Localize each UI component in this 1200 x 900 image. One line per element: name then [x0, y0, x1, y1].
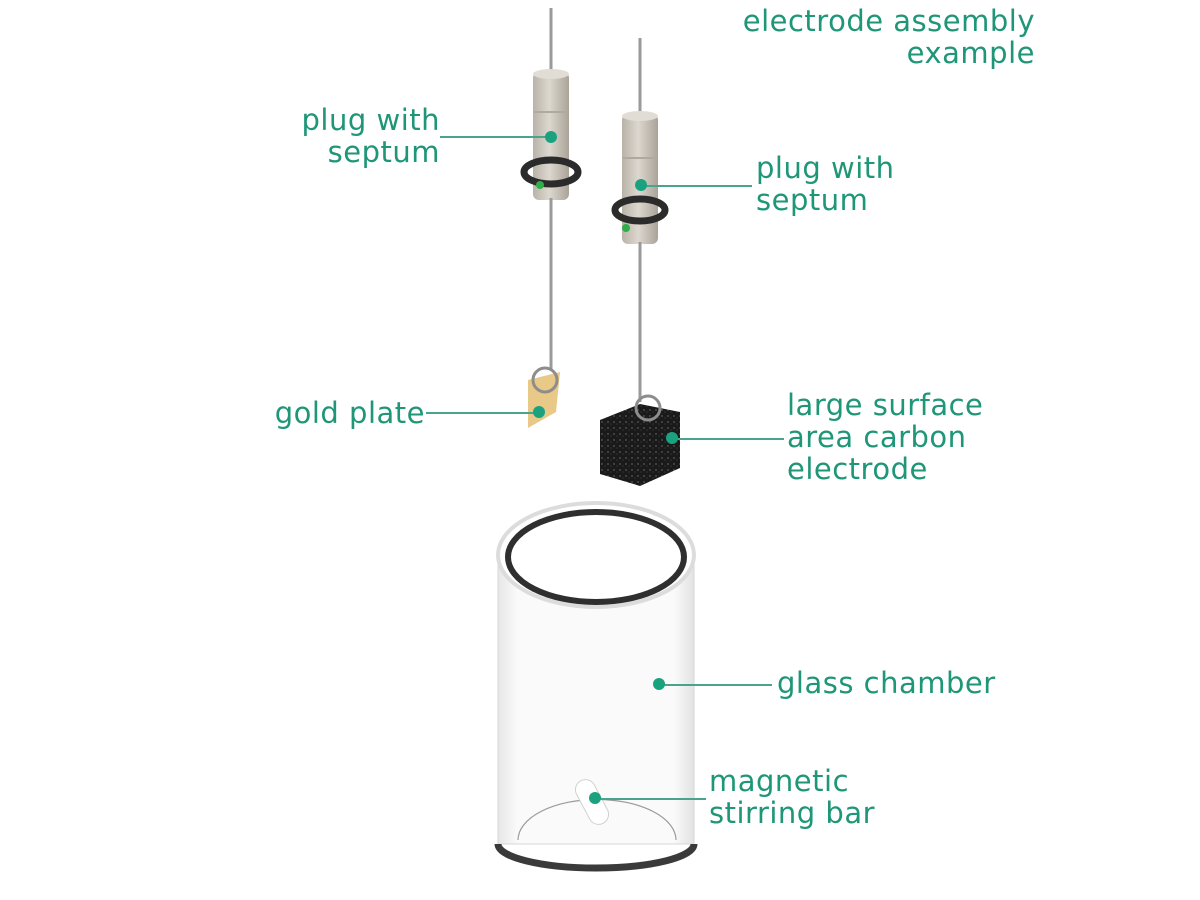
- leader-line-plug-left: [440, 136, 548, 138]
- label-line: glass chamber: [777, 666, 996, 700]
- label-line: magnetic: [709, 764, 850, 798]
- title-line-1: electrode assembly: [742, 4, 1035, 38]
- label-line: plug with: [756, 151, 895, 185]
- label-line: septum: [756, 183, 869, 217]
- right-electrode: [600, 38, 680, 486]
- leader-line-carbon: [674, 438, 784, 440]
- label-line: large surface: [787, 388, 984, 422]
- marker-dot-carbon: [666, 432, 678, 444]
- marker-dot-plug-right: [635, 179, 647, 191]
- leader-line-gold-plate: [426, 412, 538, 414]
- label-line: septum: [327, 135, 440, 169]
- title-line-2: example: [906, 36, 1035, 70]
- label-gold-plate: gold plate: [250, 397, 425, 429]
- leader-line-glass: [660, 684, 772, 686]
- marker-dot-gold-plate: [533, 406, 545, 418]
- label-glass-chamber: glass chamber: [777, 667, 996, 699]
- leader-line-plug-right: [642, 185, 752, 187]
- leader-line-stir-bar: [598, 798, 706, 800]
- marker-dot-plug-left: [545, 131, 557, 143]
- marker-dot-stir-bar: [589, 792, 601, 804]
- label-line: gold plate: [274, 396, 425, 430]
- marker-dot-glass: [653, 678, 665, 690]
- label-line: plug with: [301, 103, 440, 137]
- left-electrode: [520, 8, 582, 428]
- label-line: electrode: [787, 452, 928, 486]
- label-line: area carbon: [787, 420, 967, 454]
- label-line: stirring bar: [709, 796, 876, 830]
